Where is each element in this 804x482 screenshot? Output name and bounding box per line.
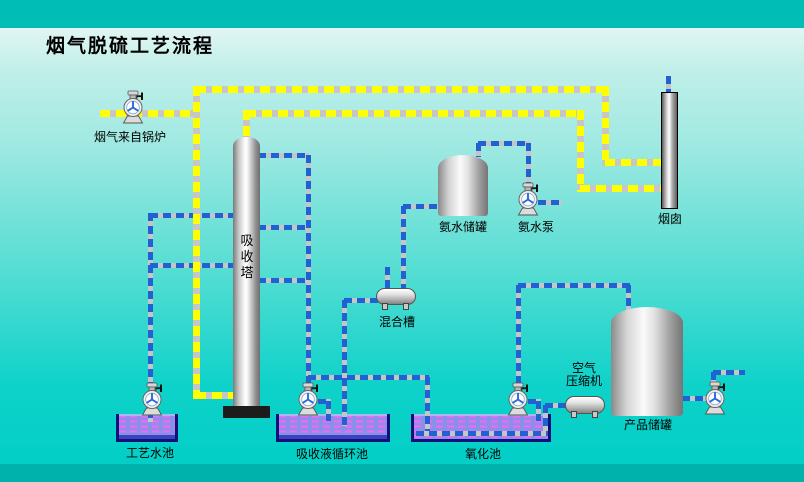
product-tank-label: 产品储罐 bbox=[623, 418, 672, 432]
chimney-label: 烟囱 bbox=[657, 212, 682, 226]
liquid-pipe-segment bbox=[384, 267, 390, 291]
air-compressor-label-line1: 空气 bbox=[571, 361, 596, 375]
air-compressor-label-line2: 压缩机 bbox=[565, 374, 602, 388]
liquid-pipe-segment bbox=[416, 430, 548, 436]
oxidation-pool-pump[interactable] bbox=[505, 380, 531, 416]
liquid-pipe-segment bbox=[545, 402, 567, 408]
ammonia-pump-label: 氨水泵 bbox=[517, 220, 554, 234]
liquid-pipe-segment bbox=[325, 401, 331, 421]
circulation-pump[interactable] bbox=[295, 380, 321, 416]
flue-gas-pipe-segment bbox=[100, 109, 196, 117]
flue-gas-pipe-segment bbox=[192, 86, 200, 399]
liquid-pipe-segment bbox=[478, 140, 530, 146]
liquid-pipe-segment bbox=[150, 262, 234, 268]
liquid-pipe-segment bbox=[305, 155, 311, 383]
flue-gas-pipe-segment bbox=[601, 86, 609, 166]
absorption-tower bbox=[233, 137, 260, 407]
ammonia-water-tank bbox=[438, 155, 488, 216]
oxidation-pool-label: 氧化池 bbox=[464, 447, 501, 461]
liquid-pipe-segment bbox=[475, 143, 481, 157]
flue-gas-pipe-segment bbox=[605, 158, 662, 166]
liquid-pipe-segment bbox=[150, 212, 234, 218]
liquid-pipe-segment bbox=[424, 377, 430, 433]
ammonia-tank-label: 氨水储罐 bbox=[438, 220, 487, 234]
mixing-tank-leg bbox=[403, 303, 409, 310]
liquid-pipe-segment bbox=[308, 374, 429, 380]
liquid-pipe-segment bbox=[258, 224, 309, 230]
air-compressor-leg bbox=[592, 411, 598, 418]
air-compressor bbox=[565, 396, 605, 414]
liquid-pipe-segment bbox=[528, 398, 541, 404]
liquid-pipe-segment bbox=[710, 372, 716, 382]
ammonia-pump[interactable] bbox=[515, 180, 541, 216]
liquid-pipe-segment bbox=[713, 369, 745, 375]
absorption-tower-label: 吸收塔 bbox=[240, 234, 254, 281]
liquid-pipe-segment bbox=[400, 206, 406, 291]
flue-gas-pipe-segment bbox=[246, 109, 582, 117]
product-storage-tank bbox=[611, 307, 683, 416]
liquid-pipe-segment bbox=[538, 199, 562, 205]
boiler-source-label: 烟气来自锅炉 bbox=[93, 130, 166, 144]
liquid-pipe-segment bbox=[341, 300, 347, 426]
flue-gas-pipe-segment bbox=[576, 110, 584, 192]
chimney bbox=[661, 92, 678, 209]
flue-gas-pipe-segment bbox=[580, 184, 662, 192]
flue-gas-pipe-segment bbox=[242, 110, 250, 140]
circulation-pool-label: 吸收液循环池 bbox=[295, 447, 368, 461]
liquid-pipe-segment bbox=[682, 395, 706, 401]
liquid-pipe-segment bbox=[147, 410, 153, 422]
liquid-pipe-segment bbox=[542, 405, 548, 434]
product-pump[interactable] bbox=[702, 379, 728, 415]
liquid-pipe-segment bbox=[535, 401, 541, 421]
flue-gas-pipe-segment bbox=[196, 85, 608, 93]
liquid-pipe-segment bbox=[518, 282, 630, 288]
liquid-pipe-segment bbox=[147, 213, 153, 383]
absorption-liquid-circulation-pool bbox=[276, 414, 390, 442]
air-compressor-leg bbox=[571, 411, 577, 418]
liquid-pipe-segment bbox=[625, 285, 631, 310]
air-compressor-label: 空气 压缩机 bbox=[552, 362, 616, 388]
liquid-pipe-segment bbox=[665, 76, 671, 92]
mixing-tank-label: 混合槽 bbox=[378, 315, 415, 329]
liquid-pipe-segment bbox=[344, 297, 378, 303]
process-water-pool-label: 工艺水池 bbox=[125, 446, 174, 460]
liquid-pipe-segment bbox=[403, 203, 439, 209]
liquid-pipe-segment bbox=[258, 152, 309, 158]
process-water-pump[interactable] bbox=[139, 380, 165, 416]
absorption-tower-base bbox=[223, 406, 270, 418]
liquid-pipe-segment bbox=[525, 143, 531, 185]
top-bar bbox=[0, 0, 804, 28]
liquid-pipe-segment bbox=[318, 398, 331, 404]
liquid-pipe-segment bbox=[258, 277, 309, 283]
flue-gas-pipe-segment bbox=[196, 391, 234, 399]
bottom-bar bbox=[0, 464, 804, 482]
mixing-tank-leg bbox=[382, 303, 388, 310]
page-title: 烟气脱硫工艺流程 bbox=[46, 35, 215, 57]
liquid-pipe-segment bbox=[515, 285, 521, 384]
mixing-tank bbox=[376, 288, 416, 305]
oxidation-pool bbox=[411, 414, 551, 442]
boiler-flue-gas-fan[interactable] bbox=[120, 88, 146, 124]
